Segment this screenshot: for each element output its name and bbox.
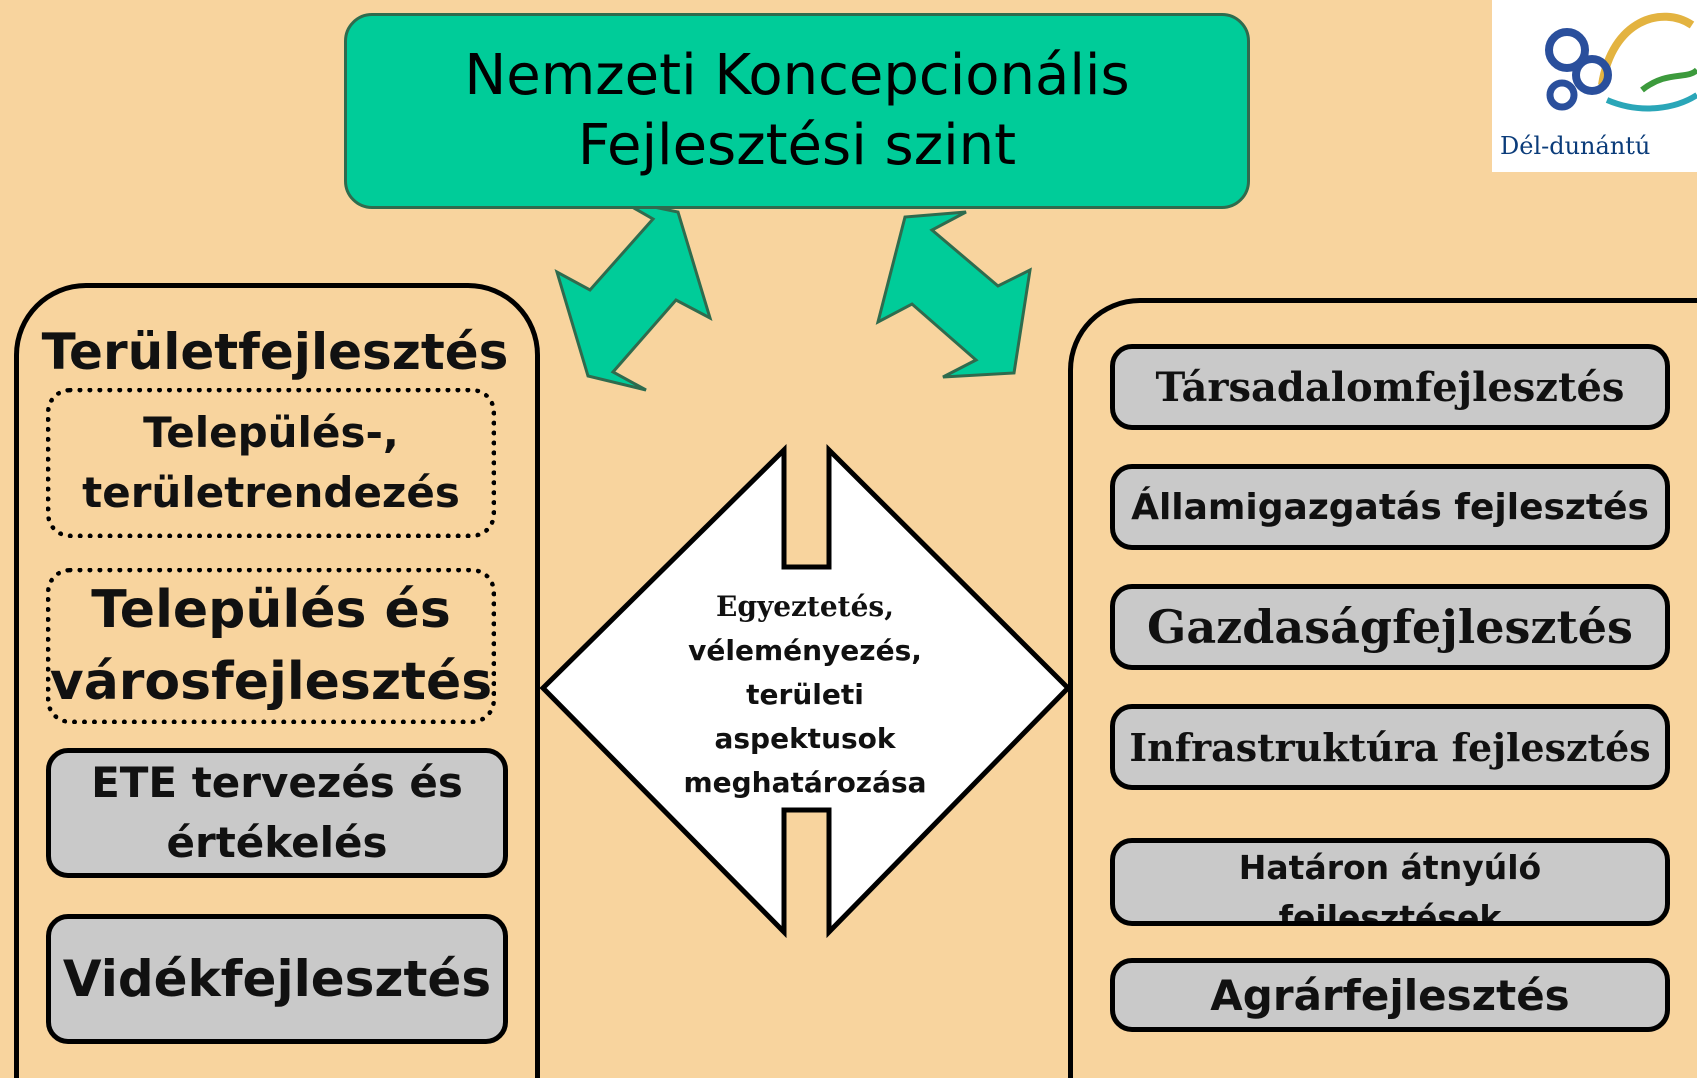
rural-development-label: Vidékfejlesztés	[62, 950, 492, 1008]
center-diamond	[539, 443, 1072, 939]
center-text: Egyeztetés, véleményezés, területi aspek…	[655, 575, 955, 815]
right-double-arrow	[875, 210, 1032, 379]
settlement-planning-line2: területrendezés	[82, 468, 460, 517]
infrastructure-development-box: Infrastruktúra fejlesztés	[1110, 704, 1670, 790]
cross-border-line1: Határon átnyúló	[1238, 848, 1542, 887]
urban-development-box: Település és városfejlesztés	[46, 568, 496, 724]
left-panel	[14, 283, 540, 1078]
infrastructure-development-label: Infrastruktúra fejlesztés	[1129, 724, 1651, 770]
center-line1: Egyeztetés,	[716, 590, 894, 623]
left-double-arrow	[554, 198, 713, 392]
ete-planning-line2: értékelés	[166, 818, 388, 867]
ete-planning-line1: ETE tervezés és	[91, 758, 463, 807]
cross-border-development-box: Határon átnyúló fejlesztések	[1110, 838, 1670, 926]
right-panel	[1068, 298, 1697, 1078]
national-level-box: Nemzeti Koncepcionális Fejlesztési szint	[344, 13, 1250, 209]
economic-development-box: Gazdaságfejlesztés	[1110, 584, 1670, 670]
social-development-box: Társadalomfejlesztés	[1110, 344, 1670, 430]
center-line3: területi	[746, 678, 864, 711]
logo-mark	[1545, 12, 1697, 112]
public-administration-label: Államigazgatás fejlesztés	[1131, 486, 1649, 528]
urban-development-line2: városfejlesztés	[49, 652, 493, 712]
center-line5: meghatározása	[683, 766, 927, 799]
logo-text: Dél-dunántú	[1500, 132, 1651, 160]
social-development-label: Társadalomfejlesztés	[1155, 363, 1625, 411]
logo	[1492, 0, 1697, 172]
rural-development-box: Vidékfejlesztés	[46, 914, 508, 1044]
settlement-planning-line1: Település-,	[143, 408, 399, 457]
urban-development-line1: Település és	[91, 580, 451, 640]
center-line4: aspektusok	[714, 722, 896, 755]
center-line2: véleményezés,	[688, 634, 922, 667]
economic-development-label: Gazdaságfejlesztés	[1147, 600, 1633, 654]
national-level-line2: Fejlesztési szint	[577, 113, 1017, 178]
national-level-line1: Nemzeti Koncepcionális	[464, 43, 1130, 108]
cross-border-line2: fejlesztések	[1278, 898, 1502, 926]
public-administration-box: Államigazgatás fejlesztés	[1110, 464, 1670, 550]
agricultural-development-box: Agrárfejlesztés	[1110, 958, 1670, 1032]
left-panel-title: Területfejlesztés	[41, 323, 509, 381]
settlement-planning-box: Település-, területrendezés	[46, 388, 496, 538]
ete-planning-box: ETE tervezés és értékelés	[46, 748, 508, 878]
agricultural-development-label: Agrárfejlesztés	[1210, 970, 1570, 1020]
